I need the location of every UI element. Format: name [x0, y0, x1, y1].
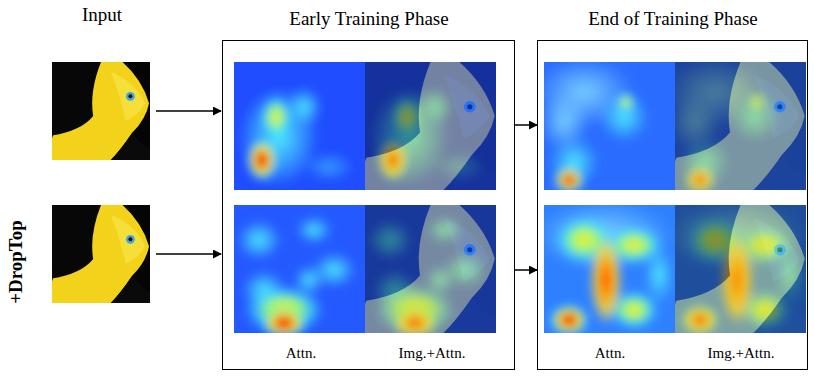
- column-label: Img.+Attn.: [399, 345, 466, 362]
- row-label: +DropTop: [5, 207, 29, 317]
- flow-arrow: [515, 269, 537, 271]
- phase-title: Early Training Phase: [289, 8, 448, 30]
- overlay-image: [675, 62, 806, 190]
- input-image: [52, 205, 150, 303]
- attention-map: [234, 205, 365, 333]
- phase-box: Early Training PhaseAttn.Img.+Attn.: [222, 40, 515, 370]
- attention-map: [544, 205, 675, 333]
- column-heading: Input: [82, 4, 122, 27]
- column-label: Attn.: [595, 345, 625, 362]
- flow-arrow: [515, 124, 537, 126]
- input-arrow: [156, 110, 221, 112]
- column-label: Attn.: [286, 345, 316, 362]
- input-image: [52, 62, 150, 160]
- overlay-image: [365, 62, 496, 190]
- phase-title: End of Training Phase: [588, 8, 757, 30]
- attention-map: [544, 62, 675, 190]
- attention-map: [234, 62, 365, 190]
- overlay-image: [675, 205, 806, 333]
- column-label: Img.+Attn.: [708, 345, 775, 362]
- phase-box: End of Training PhaseAttn.Img.+Attn.: [537, 40, 808, 370]
- overlay-image: [365, 205, 496, 333]
- input-arrow: [156, 253, 221, 255]
